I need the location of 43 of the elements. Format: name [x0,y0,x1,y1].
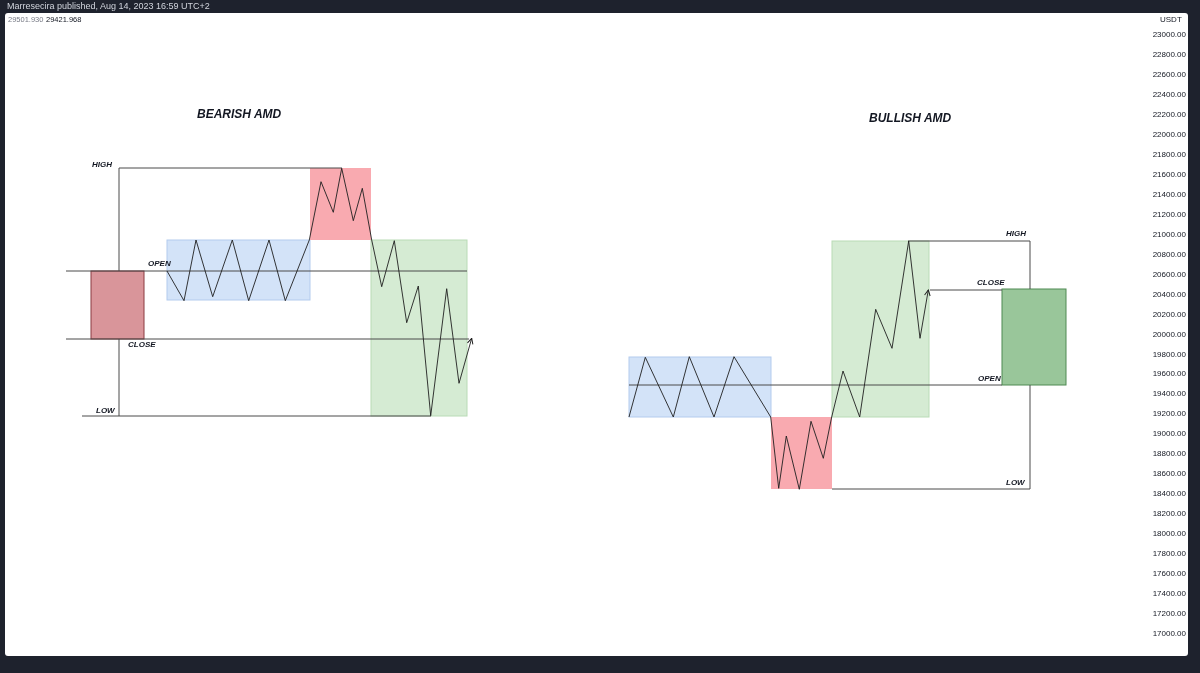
level-label: OPEN [978,375,1001,383]
price-tick-label: 18400.00 [1152,490,1186,499]
price-tick-label: 19200.00 [1152,410,1186,419]
level-label: HIGH [1006,230,1026,238]
price-tick-label: 20400.00 [1152,290,1186,299]
price-tick-label: 22000.00 [1152,130,1186,139]
price-tick-label: 23000.00 [1152,31,1186,39]
price-tick-label: 18200.00 [1152,510,1186,519]
level-label: CLOSE [128,341,156,349]
price-tick-label: 17000.00 [1152,630,1186,639]
price-tick-label: 18600.00 [1152,470,1186,479]
price-tick-label: 21200.00 [1152,210,1186,219]
price-tick-label: 18000.00 [1152,530,1186,539]
price-tick-label: 20000.00 [1152,330,1186,339]
price-tick-label: 21000.00 [1152,230,1186,239]
price-tick-label: 17200.00 [1152,610,1186,619]
price-tick-label: 22600.00 [1152,70,1186,79]
price-tick-label: 20600.00 [1152,270,1186,279]
price-tick-label: 17400.00 [1152,590,1186,599]
price-tick-label: 19800.00 [1152,350,1186,359]
level-label: CLOSE [977,279,1005,287]
price-tick-label: 22400.00 [1152,90,1186,99]
section-heading: BEARISH AMD [197,108,282,120]
price-tick-label: 20800.00 [1152,250,1186,259]
price-tick-label: 18800.00 [1152,450,1186,459]
price-tick-label: 17800.00 [1152,550,1186,559]
price-tick-label: 17600.00 [1152,570,1186,579]
level-label: HIGH [92,161,112,169]
price-tick-label: 19600.00 [1152,370,1186,379]
level-label: LOW [1006,479,1025,487]
price-tick-label: 20200.00 [1152,310,1186,319]
section-heading: BULLISH AMD [869,112,952,124]
level-label: LOW [96,407,115,415]
price-tick-label: 21600.00 [1152,170,1186,179]
level-label: OPEN [148,260,171,268]
publish-info: Marresecira published, Aug 14, 2023 16:59 UTC+2 [7,2,210,11]
price-tick-label: 19400.00 [1152,390,1186,399]
price-tick-label: 22200.00 [1152,110,1186,119]
currency-label: USDT [1160,16,1182,24]
price-tick-label: 22800.00 [1152,50,1186,59]
price-tick-label: 21800.00 [1152,150,1186,159]
price-tick-label: 19000.00 [1152,430,1186,439]
price-tick-label: 21400.00 [1152,190,1186,199]
